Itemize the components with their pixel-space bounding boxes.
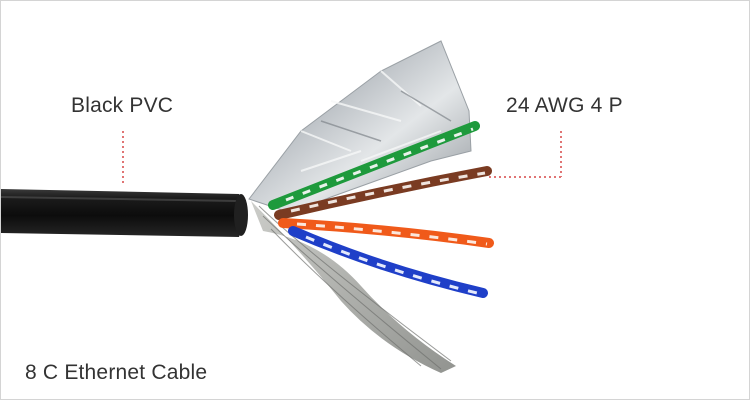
label-jacket-material: Black PVC xyxy=(71,94,174,117)
label-wire-gauge: 24 AWG 4 P xyxy=(506,94,623,117)
caption-cable-type: 8 C Ethernet Cable xyxy=(25,361,208,384)
blue-pair xyxy=(288,226,488,298)
cable-jacket xyxy=(1,189,248,237)
green-pair xyxy=(268,121,480,210)
pointer-line-gauge xyxy=(489,131,562,178)
foil-shield xyxy=(248,40,472,214)
brown-pair xyxy=(274,166,492,220)
braid-shield xyxy=(251,201,456,373)
orange-pair xyxy=(278,218,494,248)
